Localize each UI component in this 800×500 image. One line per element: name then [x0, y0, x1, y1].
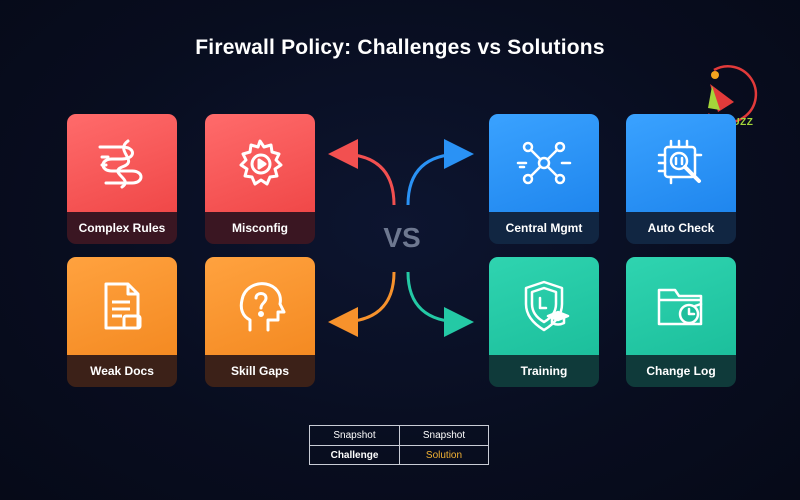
page-title: Firewall Policy: Challenges vs Solutions [195, 36, 605, 59]
legend-cell: Snapshot [333, 430, 376, 441]
arrow-to-challenges-top [328, 139, 396, 206]
folder-clock-icon [657, 288, 703, 326]
challenge-card-skill-gaps: Skill Gaps [205, 257, 315, 387]
challenge-label: Weak Docs [67, 355, 177, 387]
legend-cell: Snapshot [399, 426, 488, 445]
solution-label: Auto Check [626, 212, 736, 244]
solution-card-change-log: Change Log [626, 257, 736, 387]
legend-row: Challenge Solution [310, 445, 488, 465]
challenge-label: Complex Rules [67, 212, 177, 244]
challenge-card-misconfig: Misconfig [205, 114, 315, 244]
legend-row: Snapshot Snapshot [310, 426, 488, 445]
arrow-to-solutions-top [406, 139, 474, 206]
solution-label: Change Log [626, 355, 736, 387]
solution-card-auto-check: Auto Check [626, 114, 736, 244]
vs-label: VS [383, 222, 421, 253]
head-question-icon [239, 282, 286, 332]
shield-graduation-icon [524, 280, 570, 332]
solution-label: Central Mgmt [489, 212, 599, 244]
network-hub-icon [516, 141, 572, 185]
solution-label: Training [489, 355, 599, 387]
challenge-card-complex-rules: Complex Rules [67, 114, 177, 244]
legend-table: Snapshot Snapshot Challenge Solution [309, 425, 489, 465]
solution-card-training: Training [489, 257, 599, 387]
solution-card-central-mgmt: Central Mgmt [489, 114, 599, 244]
challenge-card-weak-docs: Weak Docs [67, 257, 177, 387]
arrow-to-challenges-bottom [328, 271, 396, 337]
arrow-to-solutions-bottom [406, 271, 474, 337]
challenge-label: Misconfig [205, 212, 315, 244]
gear-warning-icon [239, 139, 283, 186]
document-icon [104, 282, 142, 330]
legend-cell-solution: Solution [399, 446, 488, 465]
legend-cell-challenge: Challenge [330, 450, 379, 461]
chip-magnifier-icon [657, 139, 703, 185]
challenge-label: Skill Gaps [205, 355, 315, 387]
tangled-lines-icon [98, 139, 143, 189]
